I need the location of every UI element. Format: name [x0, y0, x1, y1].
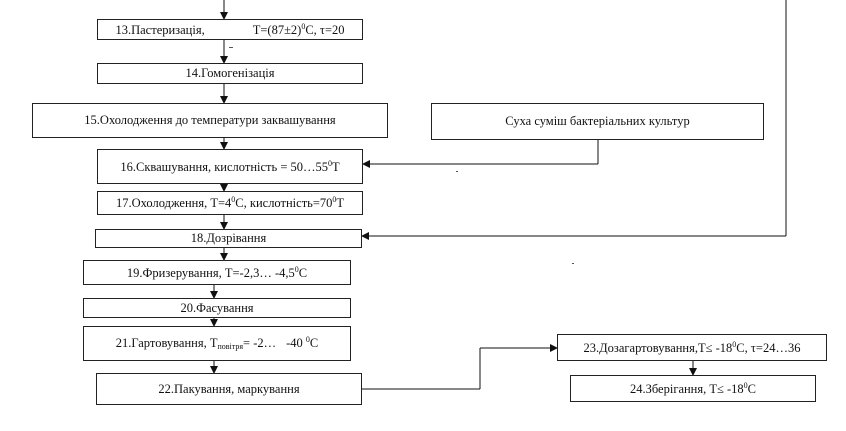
degree-mark: 0	[301, 21, 306, 31]
degree-mark: 0	[328, 158, 332, 168]
step-19-text: 19.Фризерування, Т=-2,3… -4,50С	[126, 264, 308, 280]
step-13-param: Т=(87±2)	[252, 22, 302, 37]
step-13-param-tail: С, τ=20	[305, 22, 345, 37]
degree-mark: 0	[294, 264, 299, 274]
step-19-label: 19.Фризерування, Т=-2,3… -4,5	[126, 265, 295, 280]
step-19-tail: С	[298, 265, 308, 280]
step-22-packing-labeling: 22.Пакування, маркування	[96, 373, 362, 405]
step-23-tail: С, τ=24…36	[736, 340, 801, 355]
step-19-freezing: 19.Фризерування, Т=-2,3… -4,50С	[83, 260, 351, 285]
step-13-text: 13.Пастеризація, Т=(87±2)0С, τ=20	[115, 21, 345, 37]
step-17-text: 17.Охолодження, Т=40С, кислотність=700Т	[116, 196, 344, 210]
degree-mark: 0	[332, 195, 337, 205]
step-17-mid: С, кислотність=70	[235, 196, 333, 211]
step-13-label: 13.Пастеризація,	[115, 22, 205, 37]
step-21-label: 21.Гартовування, Т	[115, 336, 218, 350]
scan-mark	[229, 47, 233, 48]
step-20-packaging: 20.Фасування	[83, 298, 351, 318]
step-21-tail: С	[309, 336, 319, 350]
step-14-label: 14.Гомогенізація	[185, 66, 275, 81]
step-16-fermentation: 16.Сквашування, кислотність = 50…550Т	[97, 149, 363, 184]
step-17-label: 17.Охолодження, Т=4	[115, 196, 232, 211]
step-24-tail: С	[747, 381, 757, 396]
degree-mark: 0	[305, 335, 310, 344]
degree-mark: 0	[231, 195, 236, 205]
step-23-label: 23.Дозагартовування,Т≤ -18	[583, 340, 733, 355]
degree-mark: 0	[743, 380, 748, 390]
step-21-text: 21.Гартовування, Тповітря= -2… -40 0С	[116, 336, 319, 351]
step-21-mid: = -2…	[243, 336, 277, 350]
step-15-label: 15.Охолодження до температури заквашуван…	[84, 113, 336, 128]
step-13-pasteurization: 13.Пастеризація, Т=(87±2)0С, τ=20	[97, 19, 363, 40]
step-22-label: 22.Пакування, маркування	[158, 381, 300, 396]
step-24-text: 24.Зберігання, Т≤ -180С	[629, 380, 757, 396]
step-14-homogenization: 14.Гомогенізація	[97, 63, 363, 84]
step-21-subscript: повітря	[217, 342, 244, 351]
step-16-text: 16.Сквашування, кислотність = 50…550Т	[120, 158, 340, 174]
step-16-label: 16.Сквашування, кислотність = 50…55	[120, 159, 328, 174]
culture-mix-label: Суха суміш бактеріальних культур	[505, 114, 690, 129]
scan-mark	[572, 263, 574, 264]
step-23-additional-hardening: 23.Дозагартовування,Т≤ -180С, τ=24…36	[557, 334, 827, 361]
step-15-cooling: 15.Охолодження до температури заквашуван…	[32, 103, 388, 138]
step-24-storage: 24.Зберігання, Т≤ -180С	[570, 375, 816, 402]
step-21-hardening: 21.Гартовування, Тповітря= -2… -40 0С	[83, 326, 351, 361]
scan-mark	[456, 171, 458, 172]
step-23-text: 23.Дозагартовування,Т≤ -180С, τ=24…36	[583, 339, 801, 355]
degree-mark: 0	[732, 339, 737, 349]
step-24-label: 24.Зберігання, Т≤ -18	[629, 381, 744, 396]
step-18-maturation: 18.Дозрівання	[95, 229, 362, 248]
step-18-label: 18.Дозрівання	[190, 231, 267, 246]
step-17-cooling: 17.Охолодження, Т=40С, кислотність=700Т	[97, 191, 363, 215]
step-20-label: 20.Фасування	[180, 300, 254, 315]
step-17-tail: Т	[336, 196, 345, 211]
step-21-value: -40	[286, 336, 303, 350]
culture-mix-box: Суха суміш бактеріальних культур	[431, 103, 764, 140]
step-16-tail: Т	[332, 159, 340, 174]
